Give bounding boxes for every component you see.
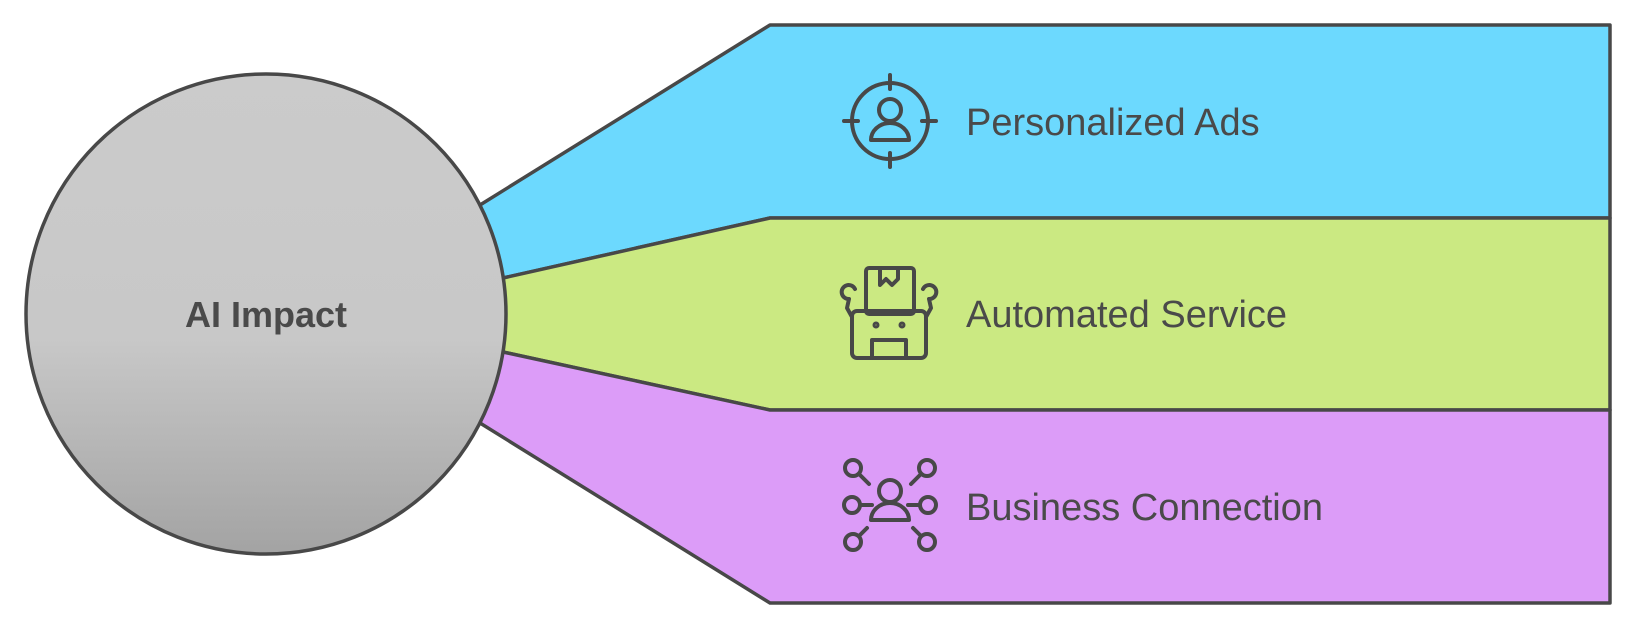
branch-automated-service: Automated Service — [501, 216, 1612, 412]
center-circle — [24, 72, 508, 556]
user-network-icon — [842, 458, 938, 552]
branch-label: Automated Service — [966, 294, 1287, 336]
branch-label: Business Connection — [966, 487, 1323, 529]
robot-package-icon — [839, 266, 939, 360]
branch-label: Personalized Ads — [966, 102, 1260, 144]
target-user-icon — [842, 73, 938, 169]
center-label: AI Impact — [185, 294, 347, 335]
center-node: AI Impact — [24, 72, 508, 556]
